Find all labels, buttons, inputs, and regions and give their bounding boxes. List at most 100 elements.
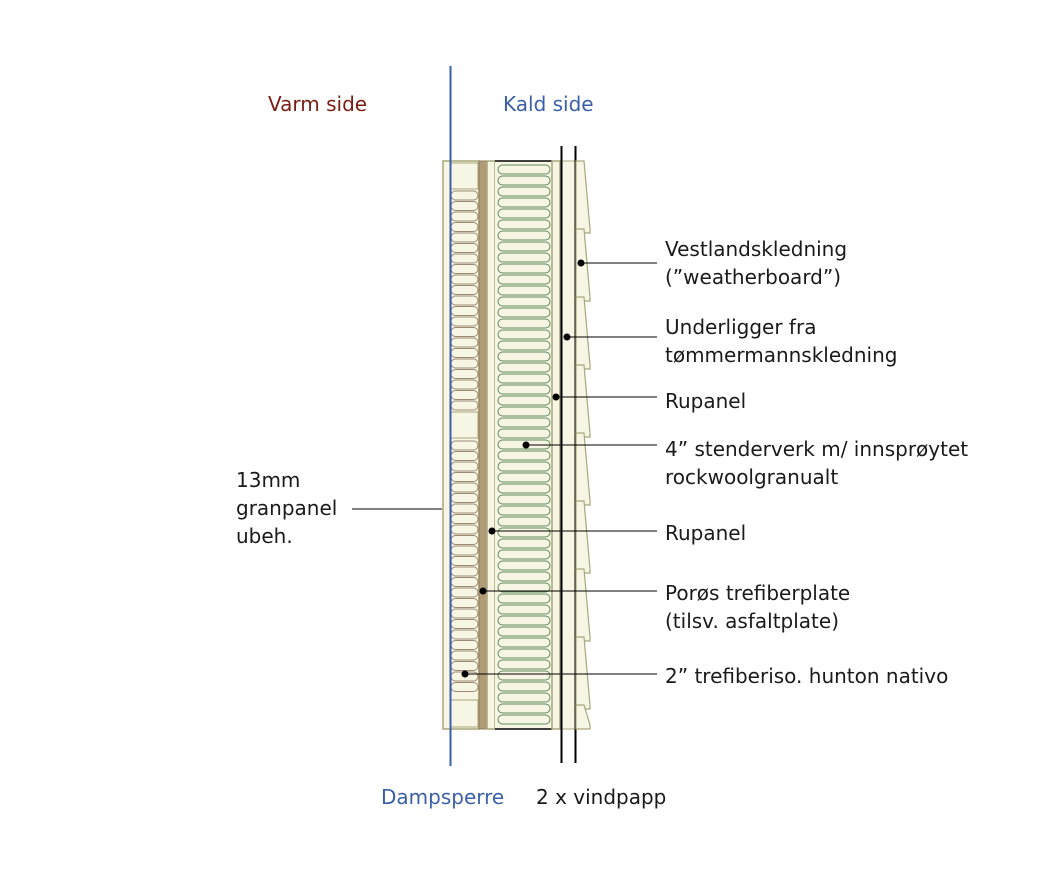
rupanel-inner-label: Rupanel xyxy=(665,519,746,547)
rupanel-outer-leader-dot xyxy=(552,393,560,401)
weatherboard-plank xyxy=(575,364,591,438)
rockwool-coil xyxy=(497,461,551,472)
rockwool-coil xyxy=(497,648,551,659)
rockwool-coil xyxy=(497,670,551,681)
rockwool-coil xyxy=(497,527,551,538)
underlay-label: Underligger fra tømmermannskledning xyxy=(665,313,897,369)
rockwool-coil xyxy=(497,692,551,703)
rockwool-coil xyxy=(497,560,551,571)
studwork-label: 4” stenderverk m/ innsprøytet rockwoolgr… xyxy=(665,435,968,491)
rockwool-coil xyxy=(497,219,551,230)
batten-bottom xyxy=(450,699,479,728)
rockwool-coil xyxy=(497,263,551,274)
rockwool-coil xyxy=(497,538,551,549)
weatherboard xyxy=(575,160,591,730)
rockwool-coil xyxy=(497,384,551,395)
rockwool-coil xyxy=(497,208,551,219)
insulation-label-line-1: 2” trefiberiso. hunton nativo xyxy=(665,664,949,688)
granpanel-board xyxy=(442,160,480,730)
fiberboard-label-line-1: Porøs trefiberplate xyxy=(665,581,851,605)
rockwool-coil xyxy=(497,549,551,560)
rockwool-coil xyxy=(497,714,551,725)
rockwool-coil xyxy=(497,296,551,307)
studwork-leader-dot xyxy=(522,441,530,449)
studwork-label-line-2: rockwoolgranualt xyxy=(665,465,839,489)
rockwool-coil xyxy=(497,582,551,593)
rockwool-coil xyxy=(497,175,551,186)
rockwool-coil xyxy=(497,186,551,197)
rockwool-coil xyxy=(497,373,551,384)
underlay-label-line-1: Underligger fra xyxy=(665,315,817,339)
fiberboard-label: Porøs trefiberplate (tilsv. asfaltplate) xyxy=(665,579,850,635)
insulation-leader-dot xyxy=(461,670,469,678)
rockwool-coil xyxy=(497,681,551,692)
batten-top xyxy=(450,162,479,190)
rockwool-coil xyxy=(497,428,551,439)
rockwool-coil xyxy=(497,637,551,648)
rockwool-coil xyxy=(497,505,551,516)
weatherboard-plank xyxy=(575,704,591,730)
studwork-label-line-1: 4” stenderverk m/ innsprøytet xyxy=(665,437,969,461)
warm-side-label: Varm side xyxy=(268,92,368,116)
panel-label: 13mm granpanel ubeh. xyxy=(236,466,337,550)
rockwool-fill xyxy=(497,164,551,725)
rupanel-inner-layer xyxy=(486,160,496,730)
weatherboard-label-line-1: Vestlandskledning xyxy=(665,237,848,261)
weatherboard-plank xyxy=(575,160,591,234)
panel-label-line-3: ubeh. xyxy=(236,524,293,548)
fiberboard-label-line-2: (tilsv. asfaltplate) xyxy=(665,609,840,633)
rockwool-coil xyxy=(497,362,551,373)
panel-label-line-1: 13mm xyxy=(236,468,301,492)
rockwool-coil xyxy=(497,703,551,714)
rockwool-coil xyxy=(497,274,551,285)
leader-lines xyxy=(352,259,657,678)
batten-middle xyxy=(450,411,479,439)
rockwool-coil xyxy=(497,417,551,428)
rockwool-coil xyxy=(497,164,551,175)
rupanel-inner-label-line-1: Rupanel xyxy=(665,521,747,545)
fiberboard-layer xyxy=(478,160,488,730)
weatherboard-label: Vestlandskledning (”weatherboard”) xyxy=(665,235,847,291)
fiberboard-leader-dot xyxy=(479,587,487,595)
rockwool-coil xyxy=(497,197,551,208)
rupanel-outer-label-line-1: Rupanel xyxy=(665,389,747,413)
cold-side-label: Kald side xyxy=(503,92,594,116)
rockwool-coil xyxy=(497,659,551,670)
weatherboard-plank xyxy=(575,568,591,642)
vapor-barrier-label: Dampsperre xyxy=(381,785,505,809)
weatherboard-plank xyxy=(575,636,591,710)
underlay-label-line-2: tømmermannskledning xyxy=(665,343,898,367)
rupanel-inner-leader-dot xyxy=(488,527,496,535)
rockwool-coil xyxy=(497,285,551,296)
rockwool-coil xyxy=(497,351,551,362)
rockwool-coil xyxy=(497,626,551,637)
weatherboard-plank xyxy=(575,296,591,370)
rockwool-coil xyxy=(497,516,551,527)
rockwool-coil xyxy=(497,604,551,615)
rockwool-coil xyxy=(497,241,551,252)
rockwool-coil xyxy=(497,329,551,340)
panel-label-line-2: granpanel xyxy=(236,496,338,520)
rockwool-coil xyxy=(497,307,551,318)
wall-layers xyxy=(442,66,591,766)
rockwool-coil xyxy=(497,615,551,626)
rockwool-coil xyxy=(497,472,551,483)
rockwool-coil xyxy=(497,230,551,241)
rockwool-coil xyxy=(497,252,551,263)
rockwool-coil xyxy=(497,406,551,417)
rockwool-coil xyxy=(497,318,551,329)
rockwool-coil xyxy=(497,450,551,461)
rockwool-coil xyxy=(497,593,551,604)
insulation-label: 2” trefiberiso. hunton nativo xyxy=(665,662,948,690)
underlay-leader-dot xyxy=(563,333,571,341)
rupanel-outer-label: Rupanel xyxy=(665,387,746,415)
wind-paper-label: 2 x vindpapp xyxy=(536,785,667,809)
weatherboard-plank xyxy=(575,432,591,506)
rockwool-coil xyxy=(497,494,551,505)
rockwool-coil xyxy=(497,571,551,582)
rockwool-coil xyxy=(497,340,551,351)
weatherboard-plank xyxy=(575,500,591,574)
rockwool-coil xyxy=(497,483,551,494)
